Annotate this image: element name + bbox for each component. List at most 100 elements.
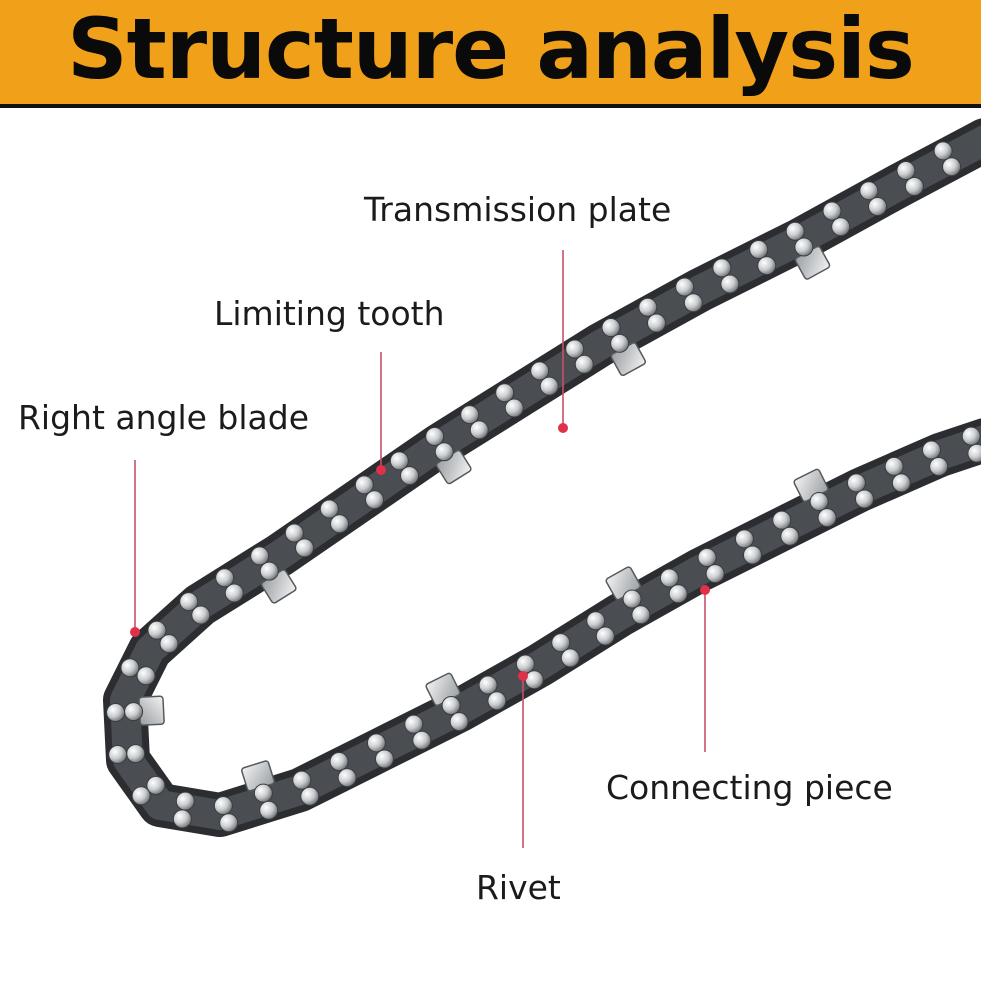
rivet-head	[215, 568, 235, 588]
rivet-head	[524, 670, 544, 690]
rivet-head	[259, 561, 279, 581]
label-connecting-piece: Connecting piece	[606, 768, 893, 807]
rivet-head	[794, 237, 814, 257]
rivet-head	[961, 426, 981, 446]
rivet-head	[292, 770, 312, 790]
rivet-head	[441, 696, 461, 716]
rivet-head	[515, 654, 535, 674]
rivet-head	[749, 239, 769, 259]
rivet-head	[638, 297, 658, 317]
rivet-head	[822, 201, 842, 221]
rivet-head	[319, 499, 339, 519]
rivet-head	[337, 768, 357, 788]
rivet-head	[785, 221, 805, 241]
marker-right-angle-blade	[130, 627, 140, 637]
rivet-head	[565, 339, 585, 359]
rivet-head	[921, 440, 941, 460]
rivet-head	[120, 658, 140, 678]
rivet-head	[817, 508, 837, 528]
rivet-head	[631, 605, 651, 625]
rivet-head	[366, 733, 386, 753]
rivet-head	[259, 800, 279, 820]
marker-limiting-tooth	[376, 465, 386, 475]
rivet-head	[904, 176, 924, 196]
rivet-head	[586, 611, 606, 631]
rivet-head	[622, 589, 642, 609]
rivet-head	[712, 258, 732, 278]
rivet-head	[400, 466, 420, 486]
rivet-head	[530, 361, 550, 381]
rivet-head	[284, 523, 304, 543]
rivet-head	[253, 783, 273, 803]
label-rivet: Rivet	[476, 868, 561, 907]
rivet-head	[859, 181, 879, 201]
rivet-head	[560, 648, 580, 668]
rivet-head	[106, 702, 126, 722]
rivet-head	[720, 274, 740, 294]
rivet-head	[126, 744, 146, 764]
rivet-head	[780, 526, 800, 546]
rivet-head	[574, 354, 594, 374]
rivet-head	[131, 786, 151, 806]
rivet-head	[933, 141, 953, 161]
rivet-head	[668, 584, 688, 604]
rivet-head	[250, 546, 270, 566]
rivet-head	[846, 473, 866, 493]
rivet-head	[967, 443, 981, 463]
rivet-head	[425, 427, 445, 447]
rivet-head	[146, 775, 166, 795]
rivet-head	[697, 548, 717, 568]
rivet-head	[610, 333, 630, 353]
marker-connecting-piece	[700, 585, 710, 595]
rivet-head	[891, 473, 911, 493]
rivet-head	[374, 749, 394, 769]
rivet-head	[884, 456, 904, 476]
marker-rivet	[518, 671, 528, 681]
rivet-head	[601, 318, 621, 338]
rivet-head	[179, 592, 199, 612]
rivet-head	[191, 605, 211, 625]
rivet-head	[734, 529, 754, 549]
marker-transmission-plate	[558, 423, 568, 433]
rivet-head	[478, 675, 498, 695]
label-limiting-tooth: Limiting tooth	[214, 294, 445, 333]
chain	[103, 118, 981, 837]
rivet-head	[124, 702, 144, 722]
chain-band-highlight	[110, 125, 981, 830]
rivet-head	[175, 791, 195, 811]
rivet-head	[159, 634, 179, 654]
rivet-head	[434, 442, 454, 462]
page-title: Structure analysis	[67, 0, 915, 98]
rivet-head	[551, 633, 571, 653]
rivet-head	[854, 489, 874, 509]
rivet-head	[224, 583, 244, 603]
rivet-head	[147, 620, 167, 640]
rivet-head	[213, 796, 233, 816]
rivet-head	[108, 744, 128, 764]
rivet-head	[172, 809, 192, 829]
rivet-head	[136, 666, 156, 686]
rivet-head	[404, 714, 424, 734]
rivet-head	[365, 490, 385, 510]
rivet-head	[412, 730, 432, 750]
rivet-head	[495, 383, 515, 403]
rivet-head	[354, 475, 374, 495]
rivet-head	[449, 712, 469, 732]
rivet-head	[460, 405, 480, 425]
rivet-head	[809, 492, 829, 512]
rivet-head	[705, 564, 725, 584]
rivet-head	[646, 313, 666, 333]
label-transmission-plate: Transmission plate	[364, 190, 672, 229]
rivet-head	[929, 456, 949, 476]
rivet-head	[868, 196, 888, 216]
rivet-head	[742, 545, 762, 565]
rivet-head	[300, 786, 320, 806]
title-banner: Structure analysis	[0, 0, 981, 108]
rivet-head	[504, 398, 524, 418]
rivet-head	[539, 376, 559, 396]
rivet-head	[469, 420, 489, 440]
rivet-head	[329, 752, 349, 772]
rivet-head	[389, 451, 409, 471]
rivet-head	[595, 626, 615, 646]
